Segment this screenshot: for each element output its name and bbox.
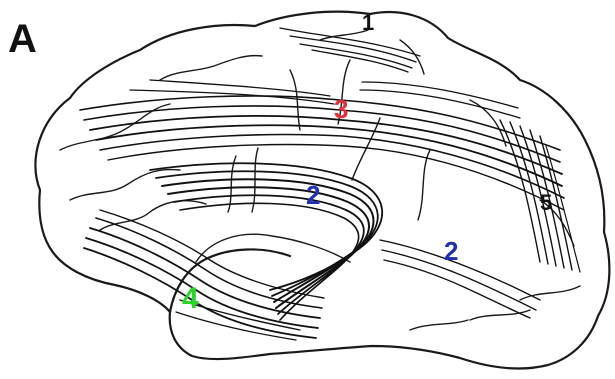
tract-3-fibers	[80, 80, 564, 210]
label-1: 1	[362, 10, 374, 35]
label-5: 5	[540, 190, 552, 215]
label-2-upper: 2	[306, 180, 320, 210]
panel-letter: A	[8, 17, 37, 61]
tract-4-fibers	[84, 210, 324, 340]
tract-2-fibers	[150, 163, 540, 320]
label-2-lower: 2	[444, 236, 458, 266]
label-4: 4	[182, 282, 199, 315]
fiber-tracts	[80, 28, 580, 340]
label-3: 3	[334, 94, 348, 124]
